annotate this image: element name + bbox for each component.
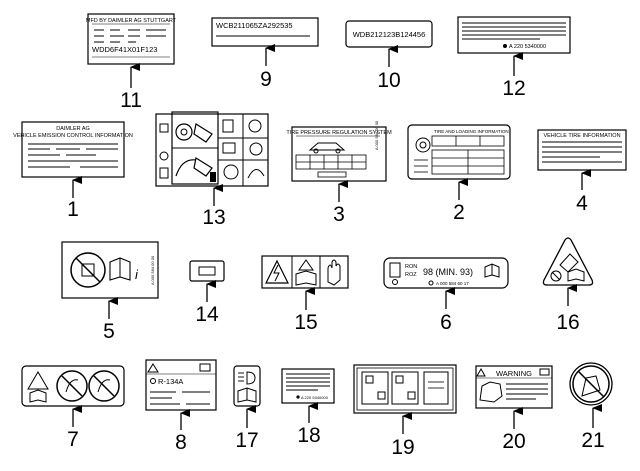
label-1-line1: DAIMLER AG [56,126,90,132]
callout-19: 19 [391,436,414,459]
label-11: MFD BY DAIMLER AG STUTTGART WDD6F41X01F1… [86,13,177,65]
label-6-code: A 000 584 60 17 [436,281,469,286]
label-3: TIRE PRESSURE REGULATION SYSTEM A 000 58… [286,120,392,182]
callout-15: 15 [294,311,317,334]
callout-6: 6 [440,311,452,334]
label-1-line2: VEHICLE EMISSION CONTROL INFORMATION [13,133,133,139]
label-13 [155,111,269,187]
label-12-code: A 220 5340000 [509,44,546,50]
label-14 [189,260,225,282]
callout-11: 11 [120,89,142,112]
callout-9: 9 [260,68,272,91]
callout-21: 21 [581,429,604,452]
callout-16: 16 [556,311,579,334]
label-18: A 220 5340000 [281,368,335,404]
callout-5: 5 [103,320,115,343]
label-21 [569,362,613,406]
label-19 [353,364,457,414]
label-4-title: VEHICLE TIRE INFORMATION [543,133,620,139]
callout-8: 8 [175,431,187,454]
label-17 [233,365,261,407]
callout-18: 18 [297,424,320,447]
callout-3: 3 [333,203,345,226]
label-2-title: TIRE AND LOADING INFORMATION [434,129,509,134]
label-3-title: TIRE PRESSURE REGULATION SYSTEM [286,130,392,136]
label-11-header: MFD BY DAIMLER AG STUTTGART [86,18,177,24]
callout-7: 7 [67,428,79,451]
label-9: WCB211065ZA292535 [211,17,319,47]
label-6-roz: ROZ [405,272,417,278]
label-15 [261,255,349,289]
label-9-code: WCB211065ZA292535 [216,21,293,30]
callout-14: 14 [195,303,219,326]
callout-17: 17 [235,429,258,452]
callout-13: 13 [202,206,225,229]
label-16 [542,237,594,286]
info-i-icon: i [135,267,139,282]
label-12: A 220 5340000 [457,16,571,54]
label-8: R-134A [145,359,217,411]
label-6: RON ROZ 98 (MIN. 93) A 000 584 60 17 [383,257,509,289]
label-11-vin: WDD6F41X01F123 [92,45,157,54]
callout-2: 2 [453,201,465,224]
label-10-code: WDB212123B124456 [353,30,426,39]
label-3-side: A 000 584 00 00 [374,120,379,150]
label-8-gas: R-134A [158,377,183,386]
callout-12: 12 [502,77,525,100]
callout-10: 10 [377,69,400,92]
label-10: WDB212123B124456 [345,20,433,48]
callout-4: 4 [576,192,588,215]
callout-1: 1 [67,198,79,221]
label-2: TIRE AND LOADING INFORMATION [407,124,511,180]
label-6-octane: 98 (MIN. 93) [423,267,473,277]
label-4: VEHICLE TIRE INFORMATION [537,129,627,171]
label-20: WARNING [475,365,553,409]
label-20-title: WARNING [496,369,532,378]
label-5-side: A 000 584 00 00 [150,255,155,285]
label-7 [21,365,125,407]
label-6-ron: RON [405,264,417,270]
label-1: DAIMLER AG VEHICLE EMISSION CONTROL INFO… [13,121,133,178]
label-18-code: A 220 5340000 [301,395,329,400]
label-5: i A 000 584 00 00 [61,241,159,299]
callout-20: 20 [502,430,525,453]
